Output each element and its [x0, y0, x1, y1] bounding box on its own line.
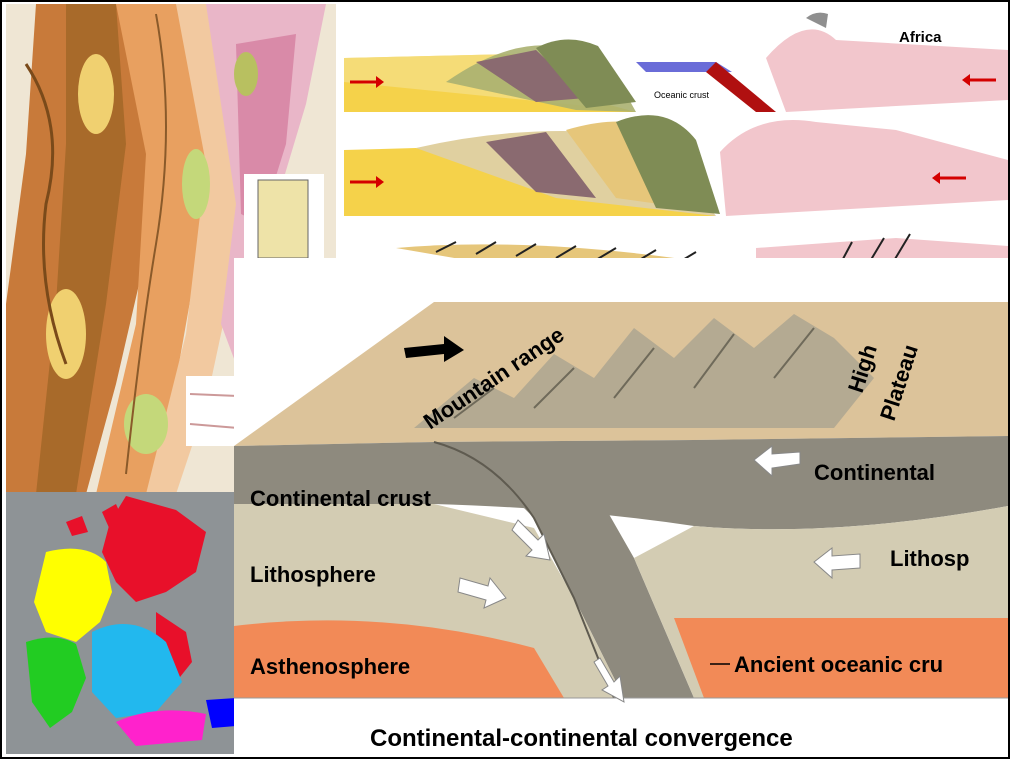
ancient-oceanic-crust-label: Ancient oceanic cru: [734, 652, 943, 677]
cross-section-2: [344, 115, 1008, 216]
cross-section-1: Africa Oceanic crust: [344, 13, 1008, 112]
asthenosphere-label: Asthenosphere: [250, 654, 410, 679]
diagram-caption: Continental-continental convergence: [370, 725, 793, 752]
cross-sections: Africa Oceanic crust: [336, 2, 1008, 298]
oceanic-crust-label: Oceanic crust: [654, 90, 710, 100]
convergence-diagram-image: Mountain range High Plateau Continental …: [234, 258, 1008, 756]
continental-crust-label-right: Continental: [814, 460, 935, 485]
cross-sections-image: Africa Oceanic crust: [336, 2, 1008, 298]
pangaea-map-image: [6, 492, 238, 754]
africa-label: Africa: [899, 29, 942, 46]
convergence-diagram: Mountain range High Plateau Continental …: [234, 258, 1008, 756]
continental-crust-label-left: Continental crust: [250, 486, 432, 511]
pangaea-map: [6, 492, 238, 754]
lithosphere-label-left: Lithosphere: [250, 562, 376, 587]
lithosphere-label-right: Lithosp: [890, 546, 969, 571]
